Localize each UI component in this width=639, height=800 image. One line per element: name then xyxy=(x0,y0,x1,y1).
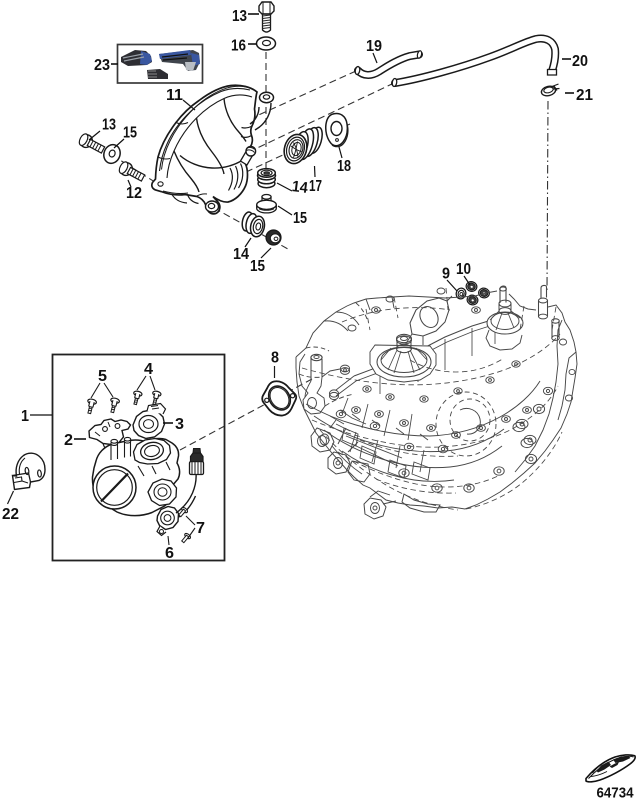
svg-text:21: 21 xyxy=(576,87,593,104)
svg-text:23: 23 xyxy=(94,57,110,74)
svg-text:6: 6 xyxy=(165,545,174,562)
svg-text:15: 15 xyxy=(293,210,307,227)
svg-text:22: 22 xyxy=(2,506,19,523)
svg-text:19: 19 xyxy=(366,38,382,55)
svg-text:1: 1 xyxy=(21,408,29,425)
svg-text:15: 15 xyxy=(123,125,137,142)
svg-text:4: 4 xyxy=(144,361,153,378)
svg-text:14: 14 xyxy=(291,178,309,197)
svg-text:18: 18 xyxy=(337,158,351,175)
svg-text:14: 14 xyxy=(233,246,249,263)
svg-text:12: 12 xyxy=(126,185,142,202)
svg-text:13: 13 xyxy=(232,8,247,25)
svg-text:11: 11 xyxy=(166,87,183,104)
svg-text:13: 13 xyxy=(102,117,116,134)
svg-text:9: 9 xyxy=(442,266,450,283)
svg-text:10: 10 xyxy=(456,261,471,278)
svg-text:17: 17 xyxy=(309,178,322,195)
svg-text:2: 2 xyxy=(64,432,73,449)
svg-text:16: 16 xyxy=(231,38,246,55)
svg-text:7: 7 xyxy=(196,520,205,537)
svg-text:5: 5 xyxy=(98,368,107,385)
svg-text:15: 15 xyxy=(250,258,265,275)
svg-text:8: 8 xyxy=(271,350,279,367)
svg-text:64734: 64734 xyxy=(597,786,634,800)
svg-text:3: 3 xyxy=(175,416,184,433)
svg-text:20: 20 xyxy=(572,53,588,70)
